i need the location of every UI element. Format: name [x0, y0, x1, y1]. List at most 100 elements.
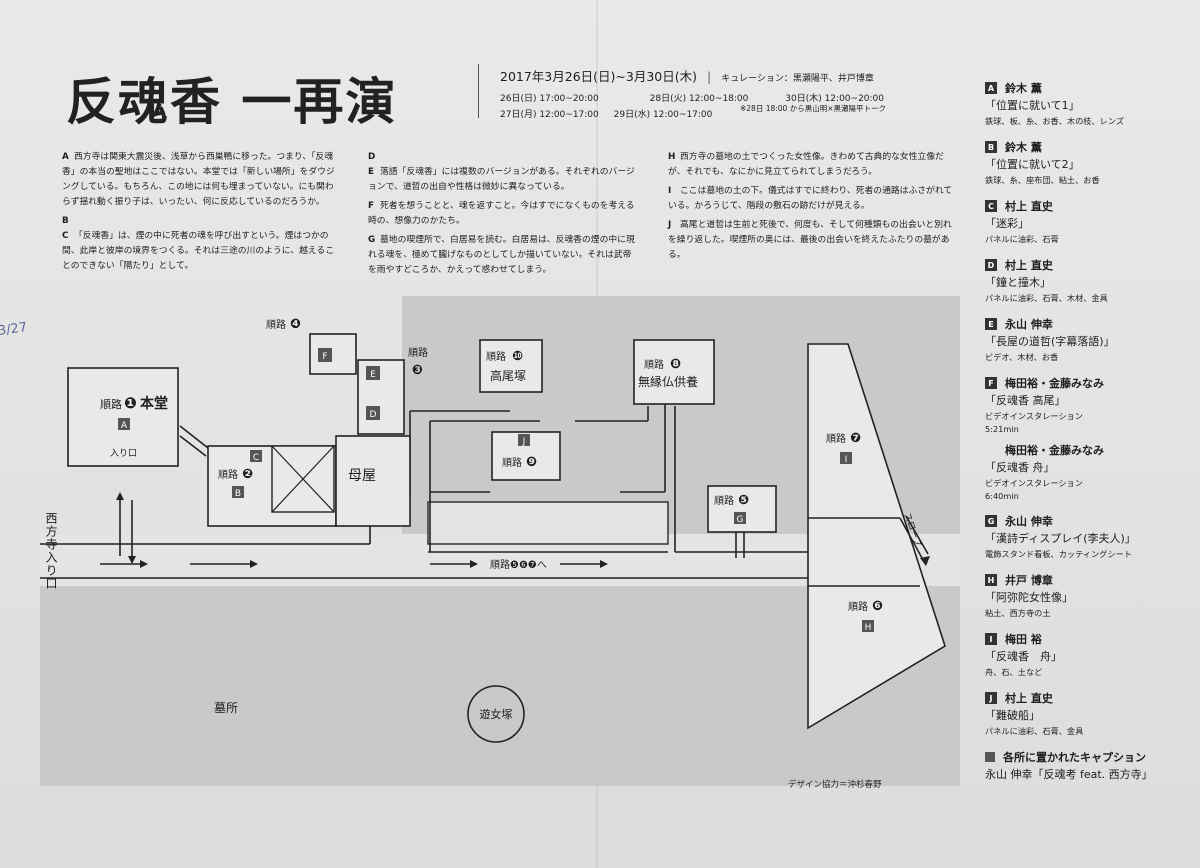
artist-entry: 各所に置かれたキャプション永山 伸幸「反魂考 feat. 西方寺」: [985, 749, 1185, 782]
title-divider: [478, 64, 479, 118]
artist-badge: B: [985, 141, 997, 153]
svg-text:I: I: [845, 455, 848, 465]
talk-note: ※28日 18:00 から黒山明×黒瀬陽平トーク: [740, 104, 886, 113]
schedule-day-27: 27日(月) 12:00~17:00: [500, 110, 599, 120]
sub-duration: 6:40min: [985, 491, 1019, 501]
artist-badge: G: [985, 515, 997, 527]
artist-badge: C: [985, 200, 997, 212]
svg-text:順路: 順路: [218, 468, 238, 481]
svg-text:H: H: [865, 623, 872, 633]
map-inner-block: [427, 501, 669, 545]
artwork-medium: 舟、石、土など: [985, 667, 1043, 677]
artwork-title: 「位置に就いて2」: [985, 158, 1080, 171]
cemetery-label: 墓所: [214, 701, 238, 715]
artist-name: 永山 伸幸: [1005, 515, 1053, 528]
schedule-block: 2017年3月26日(日)~3月30日(木) | キュレーション：黒瀬陽平、井戸…: [500, 69, 884, 120]
yujozuka-label: 遊女塚: [480, 707, 513, 721]
svg-text:J: J: [522, 437, 526, 447]
artist-header: E 永山 伸幸: [985, 316, 1185, 332]
room-3: [357, 359, 405, 435]
artist-entry: I 梅田 裕「反魂香 舟」舟、石、土など: [985, 631, 1185, 678]
artwork-medium: ビデオインスタレーション: [985, 411, 1083, 421]
room-4: [309, 333, 357, 375]
svg-text:❼: ❼: [850, 431, 861, 446]
svg-text:F: F: [322, 352, 327, 362]
artist-name: 鈴木 薫: [1005, 141, 1042, 154]
artwork-title: 「反魂香 高尾」: [985, 394, 1066, 407]
artist-name: 村上 直史: [1005, 259, 1053, 272]
artwork-title: 「難破船」: [985, 709, 1040, 722]
artist-name: 永山 伸幸: [1005, 318, 1053, 331]
sub-artist: 梅田裕・金藤みなみ: [1005, 444, 1104, 457]
artist-entry: B 鈴木 薫「位置に就いて2」鉄球、糸、座布団、粘土、お香: [985, 139, 1185, 186]
svg-text:順路: 順路: [714, 494, 734, 507]
svg-text:順路: 順路: [502, 456, 522, 469]
svg-text:順路: 順路: [826, 432, 846, 445]
svg-text:順路: 順路: [848, 600, 868, 613]
artist-name: 梅田裕・金藤みなみ: [1005, 377, 1104, 390]
artwork-medium: 鉄球、板、糸、お香、木の枝、レンズ: [985, 116, 1125, 126]
room-omoya: [335, 435, 411, 527]
artist-header: B 鈴木 薫: [985, 139, 1185, 155]
artwork-title: 「迷彩」: [985, 217, 1029, 230]
schedule-day-26: 26日(日) 17:00~20:00: [500, 94, 599, 104]
artist-name: 梅田 裕: [1005, 633, 1042, 646]
artwork-title: 「反魂香 舟」: [985, 650, 1062, 663]
venue-map: 順路 ❶ 本堂 A 入り口 順路 ❷ C B 母屋 順路 ❹ F 順路 ❸ E …: [40, 296, 960, 786]
artwork-medium: 鉄球、糸、座布団、粘土、お香: [985, 175, 1100, 185]
svg-text:❿: ❿: [512, 349, 523, 364]
svg-text:B: B: [235, 489, 241, 499]
artwork-title: 「長屋の道哲(字幕落語)」: [985, 335, 1115, 348]
svg-text:順路: 順路: [408, 346, 428, 359]
desc-item: B C「反魂香」は、煙の中に死者の魂を呼び出すという。煙はつかの間、此岸と彼岸の…: [62, 216, 335, 271]
iriguchi-label: 入り口: [110, 448, 137, 459]
artist-header: G 永山 伸幸: [985, 513, 1185, 529]
artwork-title: 「鐘と撞木」: [985, 276, 1051, 289]
svg-text:D: D: [370, 410, 377, 420]
route-label-1: 順路: [100, 398, 122, 411]
artwork-title: 永山 伸幸「反魂考 feat. 西方寺」: [985, 768, 1153, 781]
sub-medium: ビデオインスタレーション: [985, 478, 1083, 488]
svg-text:❷: ❷: [242, 467, 253, 482]
artist-badge: E: [985, 318, 997, 330]
artwork-medium: ビデオ、木材、お香: [985, 352, 1059, 362]
artist-header: D 村上 直史: [985, 257, 1185, 273]
artwork-duration: 5:21min: [985, 424, 1019, 434]
schedule-day-29: 29日(水) 12:00~17:00: [613, 110, 713, 120]
yujozuka-circle: [467, 685, 525, 743]
route-to-label: 順路❺❻❼へ: [490, 558, 547, 571]
room-hondo: [67, 367, 179, 467]
room-10-name: 高尾塚: [490, 368, 526, 383]
room-hondo-name: 本堂: [140, 395, 168, 412]
artist-badge: D: [985, 259, 997, 271]
artist-name: 村上 直史: [1005, 692, 1053, 705]
room-8: [633, 339, 715, 405]
artwork-title: 「漢詩ディスプレイ(李夫人)」: [985, 532, 1136, 545]
artwork-medium: 粘土、西方寺の土: [985, 608, 1051, 618]
room-8-name: 無縁仏供養: [638, 374, 698, 389]
exhibition-period: 2017年3月26日(日)~3月30日(木): [500, 69, 698, 84]
artist-badge: I: [985, 633, 997, 645]
svg-text:❺: ❺: [738, 493, 749, 508]
route-arrows: [100, 425, 929, 565]
svg-text:C: C: [253, 453, 259, 463]
artwork-title: 「位置に就いて1」: [985, 99, 1080, 112]
svg-text:順路: 順路: [644, 358, 664, 371]
artist-badge: [985, 752, 995, 762]
room-10: [479, 339, 543, 393]
